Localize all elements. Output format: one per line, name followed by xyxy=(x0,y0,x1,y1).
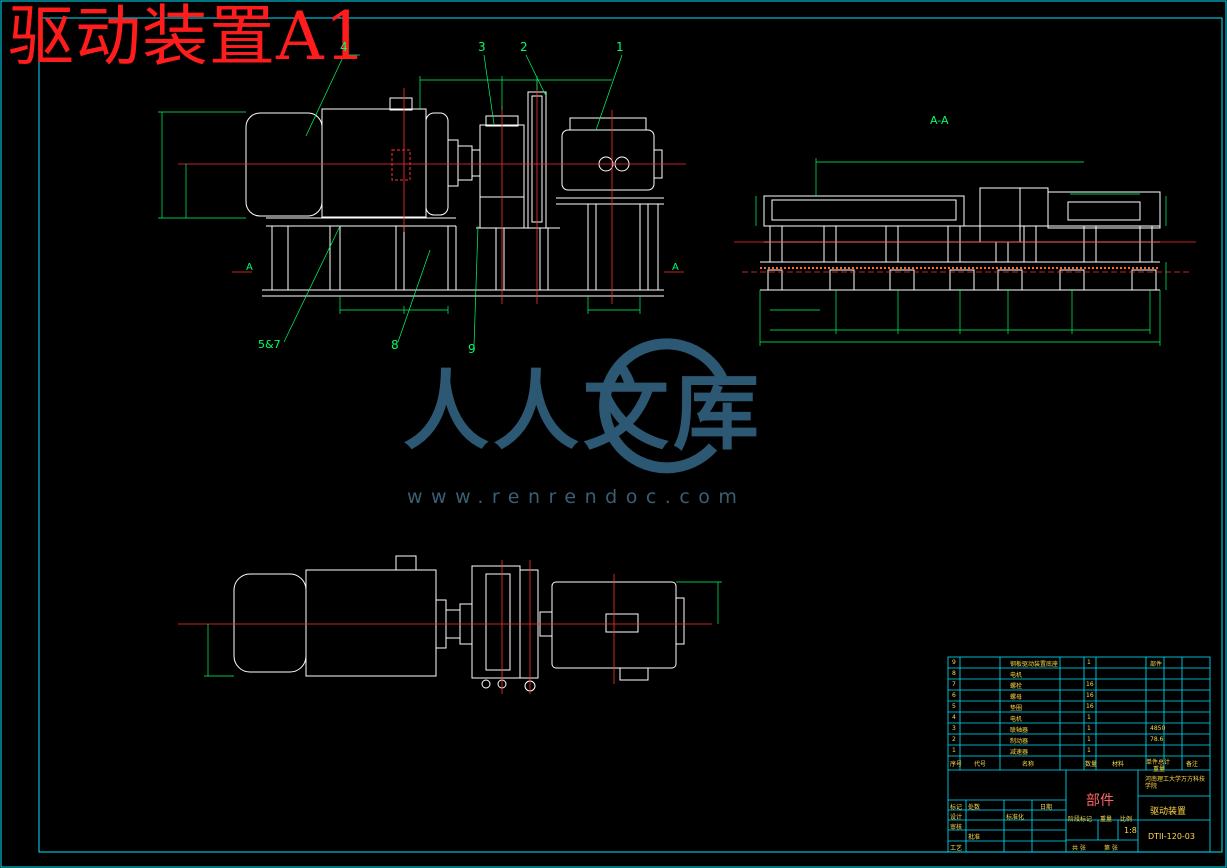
tb-row-3-name: 联轴器 xyxy=(1010,727,1029,734)
tb-header-seq: 序号 xyxy=(950,761,963,768)
tb-header-weight: 重量 xyxy=(1153,766,1166,773)
front-elevation-view xyxy=(245,91,664,297)
tb-row-3-remark: 4850 xyxy=(1150,725,1166,732)
tb-drawing-no: DTII-120-03 xyxy=(1148,832,1195,841)
tb-row-1-name: 减速器 xyxy=(1010,749,1029,756)
tb-bottom-label-7: 比例 xyxy=(1120,816,1133,823)
tb-bottom-label-3: 批准 xyxy=(968,834,981,841)
section-centerlines xyxy=(734,241,1196,273)
front-centerlines xyxy=(178,80,686,304)
tb-row-9-remark: 部件 xyxy=(1150,661,1163,668)
tb-scale: 1:8 xyxy=(1124,826,1137,835)
tb-bottom-label-4: 日期 xyxy=(1040,804,1053,811)
tb-row-7-name: 螺栓 xyxy=(1010,683,1023,690)
tb-row-9-qty: 1 xyxy=(1087,659,1091,666)
tb-row-6-qty: 16 xyxy=(1086,692,1094,699)
plan-motor-rear xyxy=(233,573,307,673)
plan-motor-body xyxy=(305,569,437,677)
plan-dimensions xyxy=(204,581,722,677)
tb-row-1-qty: 1 xyxy=(1087,747,1091,754)
tb-bottom-row-2: 设计 xyxy=(950,814,963,821)
inner-frame xyxy=(38,17,1223,853)
tb-row-5-name: 垫圈 xyxy=(1010,705,1023,712)
tb-row-6-seq: 6 xyxy=(952,692,956,699)
tb-header-code: 代号 xyxy=(974,761,987,768)
tb-row-6-name: 螺母 xyxy=(1010,694,1023,701)
reducer-lid xyxy=(569,117,647,131)
plan-terminal-box xyxy=(395,555,417,571)
tb-row-4-seq: 4 xyxy=(952,714,956,721)
tb-bottom-row-3: 审核 xyxy=(950,824,963,831)
coupling-hub-2 xyxy=(471,149,481,177)
watermark-url: www.renrendoc.com xyxy=(407,486,746,508)
tb-bottom-row-1: 标记 xyxy=(950,804,963,811)
view-marker-right: A xyxy=(672,262,679,273)
section-label: A-A xyxy=(930,114,949,127)
part-number-9: 9 xyxy=(468,342,476,356)
tb-bottom-label-2: 标准化 xyxy=(1006,814,1025,821)
part-number-3: 3 xyxy=(478,40,486,54)
section-a-a-view xyxy=(760,187,1161,291)
tb-bottom-label-5: 阶段标记 xyxy=(1068,816,1093,823)
part-number-4: 4 xyxy=(340,40,348,54)
part-number-5-7: 5&7 xyxy=(258,338,281,351)
motor-hidden-detail xyxy=(391,149,411,181)
tb-row-3-qty: 1 xyxy=(1087,725,1091,732)
plan-reducer-port xyxy=(605,613,639,633)
tb-row-2-seq: 2 xyxy=(952,736,956,743)
tb-bottom-label-6: 重量 xyxy=(1100,816,1113,823)
plan-centerlines xyxy=(178,560,712,694)
tb-row-9-seq: 9 xyxy=(952,659,956,666)
view-marker-left: A xyxy=(246,262,253,273)
section-dimensions xyxy=(755,158,1167,346)
watermark-logo xyxy=(599,338,727,474)
watermark-cn: 人人文库 xyxy=(403,361,763,462)
coupling-hub xyxy=(457,145,473,181)
tb-row-4-name: 电机 xyxy=(1010,716,1023,723)
tb-drawing-name: 驱动装置 xyxy=(1150,807,1187,817)
tb-header-material: 材料 xyxy=(1112,761,1125,768)
front-dimensions xyxy=(158,54,641,347)
tb-school: 河南理工大学万方科技学院 xyxy=(1145,776,1206,790)
section-motor-block xyxy=(979,187,1021,243)
tb-header-qty: 数量 xyxy=(1085,761,1098,768)
tb-bottom-label-9: 第 张 xyxy=(1104,845,1118,852)
tb-row-5-qty: 16 xyxy=(1086,703,1094,710)
tb-row-2-qty: 1 xyxy=(1087,736,1091,743)
tb-row-2-name: 制动器 xyxy=(1010,738,1029,745)
tb-header-single-total: 单件总计 xyxy=(1146,759,1171,766)
part-number-8: 8 xyxy=(391,338,399,352)
tb-row-5-seq: 5 xyxy=(952,703,956,710)
plan-view xyxy=(233,555,685,692)
tb-row-1-seq: 1 xyxy=(952,747,956,754)
coupling-flange xyxy=(447,139,459,187)
tb-header-name: 名称 xyxy=(1022,761,1035,768)
part-number-2: 2 xyxy=(520,40,528,54)
part-number-1: 1 xyxy=(616,40,624,54)
title-block xyxy=(947,656,1211,853)
tb-row-9-name: 钢板驱动装置底座 xyxy=(1010,661,1059,668)
tb-bottom-label-8: 共 张 xyxy=(1072,845,1086,852)
tb-row-7-seq: 7 xyxy=(952,681,956,688)
tb-bottom-label-1: 处数 xyxy=(968,804,981,811)
motor-rear-housing xyxy=(245,112,323,217)
reducer-housing xyxy=(561,129,655,191)
drawing-title: 驱动装置A1 xyxy=(8,0,368,75)
tb-part-type: 部件 xyxy=(1086,793,1114,809)
plan-brake xyxy=(471,565,521,679)
motor-terminal-box xyxy=(389,97,413,111)
section-beam-right xyxy=(1047,191,1161,229)
tb-row-2-remark: 78.6 xyxy=(1150,736,1164,743)
tb-row-3-seq: 3 xyxy=(952,725,956,732)
tb-row-4-qty: 1 xyxy=(1087,714,1091,721)
tb-row-8-name: 电机 xyxy=(1010,672,1023,679)
tb-row-7-qty: 16 xyxy=(1086,681,1094,688)
tb-row-8-seq: 8 xyxy=(952,670,956,677)
tb-header-remark: 备注 xyxy=(1186,761,1199,768)
tb-bottom-row-4: 工艺 xyxy=(950,845,963,852)
